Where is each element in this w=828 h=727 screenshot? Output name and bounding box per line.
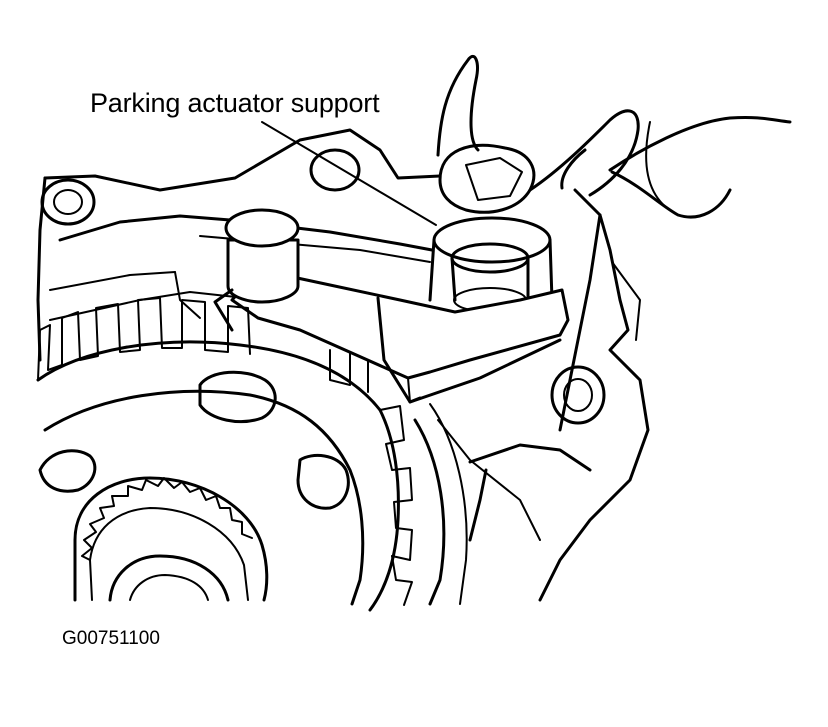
transmission-case <box>36 128 650 602</box>
bolt-holes <box>40 148 606 425</box>
hand-fingers <box>436 54 792 219</box>
parking-actuator-support <box>230 216 570 404</box>
parking-gear <box>36 297 468 612</box>
callout-label: Parking actuator support <box>90 88 380 118</box>
figure-code: G00751100 <box>62 628 160 649</box>
callout-leader <box>261 121 437 226</box>
splined-hub <box>73 476 269 602</box>
pivot-pin <box>213 208 300 332</box>
